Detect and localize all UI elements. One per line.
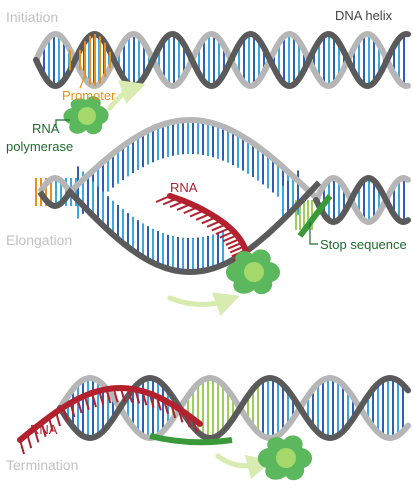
stop-sequence-strand (149, 433, 233, 446)
rna-label-termination: RNA (30, 422, 58, 437)
stop-sequence-label: Stop sequence (320, 237, 407, 252)
rna-polymerase-elongation (225, 249, 281, 295)
dna-helix-label: DNA helix (335, 8, 393, 23)
promoter-label: Promoter (62, 88, 116, 103)
polymerase-arrow-initiation (107, 80, 146, 111)
rna-polymerase-label-line (55, 119, 70, 128)
initiation-helix (33, 30, 411, 90)
rna-backbone (17, 384, 203, 443)
rna-polymerase-termination (257, 435, 313, 481)
promoter-region (69, 34, 111, 86)
dna-strand-back (33, 30, 411, 90)
rna-polymerase-initiation (63, 96, 109, 135)
stage-label-initiation: Initiation (6, 9, 58, 25)
dna-strand-front (57, 374, 411, 442)
dna-strand-front (33, 30, 411, 90)
polymerase-arrow-termination (215, 453, 273, 480)
dna-strand-front (313, 174, 411, 226)
rna-polymerase-label-line2: polymerase (6, 139, 73, 154)
stop-sequence-label-line (309, 222, 318, 245)
stop-sequence-strand (297, 194, 333, 238)
stage-label-elongation: Elongation (6, 232, 72, 248)
dna-strand-template (37, 116, 322, 203)
termination-helix (57, 374, 411, 442)
promoter-label-line (79, 77, 85, 89)
dna-strand-back (57, 374, 411, 442)
elongation-bubble (35, 116, 411, 276)
dna-strand-coding (37, 180, 322, 276)
rna-transcript-termination (17, 384, 233, 455)
stage-label-termination: Termination (6, 457, 78, 473)
rna-polymerase-label-line1: RNA (32, 121, 60, 136)
dna-strand-back (313, 174, 411, 226)
rna-label-elongation: RNA (170, 180, 198, 195)
polymerase-arrow-elongation (167, 292, 240, 316)
